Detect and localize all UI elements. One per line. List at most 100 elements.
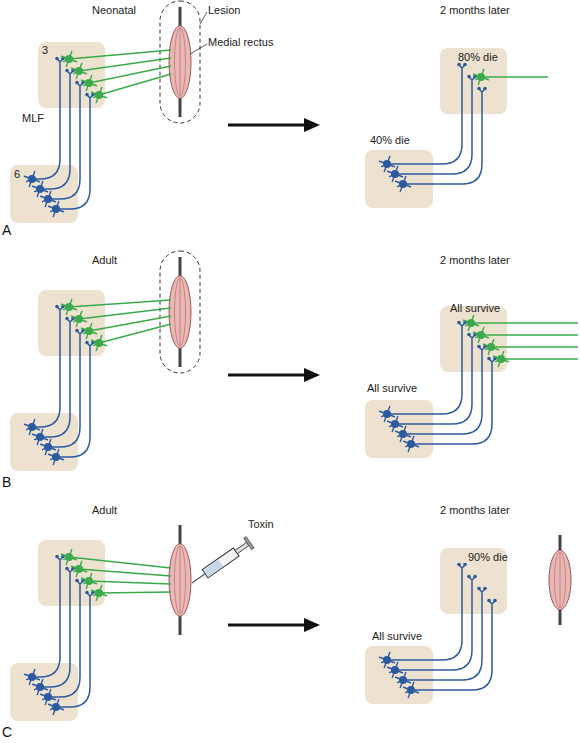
oculomotor-nucleus <box>38 290 105 356</box>
soma <box>399 430 407 438</box>
soma <box>28 175 36 183</box>
mlf-axon <box>411 366 492 444</box>
abducens-interneuron <box>24 419 39 434</box>
syringe-handle <box>244 537 254 550</box>
motor-axon <box>69 50 171 59</box>
mlf-axon <box>40 576 70 687</box>
synaptic-bouton <box>65 69 69 73</box>
synaptic-bouton <box>463 63 467 67</box>
figure-label: Neonatal <box>92 4 136 17</box>
synaptic-bouton <box>75 579 79 583</box>
synaptic-bouton <box>467 333 471 337</box>
figure-label: 2 months later <box>440 254 510 267</box>
abducens-interneuron <box>48 699 63 714</box>
medial-rectus-motoneuron <box>91 585 106 600</box>
soma <box>391 420 399 428</box>
arrow-head <box>304 618 320 632</box>
motor-axon <box>89 581 171 584</box>
soma <box>407 440 415 448</box>
figure-label: Medial rectus <box>208 36 273 49</box>
soma <box>487 343 495 351</box>
muscle-fiber <box>180 29 181 95</box>
soma <box>383 160 391 168</box>
soma <box>95 339 103 347</box>
synaptic-bouton <box>467 575 471 579</box>
oculomotor-nucleus <box>440 548 507 614</box>
motor-axon <box>481 76 548 78</box>
muscle-fiber <box>175 278 186 346</box>
soma <box>36 683 44 691</box>
soma <box>477 331 485 339</box>
syringe <box>188 537 254 589</box>
mlf-axon <box>56 600 90 707</box>
toxin-fluid <box>204 560 223 577</box>
soma <box>36 185 44 193</box>
medial-rectus-motoneuron <box>71 311 86 326</box>
mlf-axon <box>48 338 80 447</box>
motor-axon <box>501 358 578 360</box>
syringe-needle <box>192 574 205 583</box>
abducens-interneuron <box>24 171 39 186</box>
figure-label: Lesion <box>208 4 240 17</box>
medial-rectus-motoneuron <box>71 561 86 576</box>
medial-rectus-motoneuron <box>71 63 86 78</box>
mlf-axon <box>387 72 462 164</box>
synaptic-bouton <box>55 57 59 61</box>
oculomotor-nucleus <box>38 540 105 606</box>
soma <box>383 656 391 664</box>
oculomotor-nucleus <box>440 306 507 372</box>
soma <box>52 453 60 461</box>
lesion-outline <box>160 1 200 123</box>
abducens-nucleus <box>10 165 78 223</box>
muscle-fiber <box>555 552 566 608</box>
motor-axon <box>69 300 171 307</box>
synaptic-bouton <box>477 587 481 591</box>
synaptic-bouton <box>85 591 89 595</box>
abducens-interneuron <box>40 191 55 206</box>
arrow-shaft <box>228 124 306 127</box>
synaptic-bouton <box>487 599 491 603</box>
soma <box>65 303 73 311</box>
mlf-axon <box>32 564 60 677</box>
abducens-interneuron <box>379 652 394 667</box>
figure-label: 90% die <box>468 551 508 564</box>
motor-axon <box>89 66 171 83</box>
abducens-nucleus <box>365 646 433 704</box>
figure-label: All survive <box>372 630 422 643</box>
mlf-axon <box>387 330 462 414</box>
abducens-interneuron <box>32 181 47 196</box>
soma <box>65 553 73 561</box>
soma <box>95 91 103 99</box>
soma <box>399 676 407 684</box>
figure-label: 6 <box>14 168 20 181</box>
abducens-nucleus <box>10 413 78 471</box>
synaptic-bouton <box>477 345 481 349</box>
soma <box>95 589 103 597</box>
soma <box>497 355 505 363</box>
soma <box>85 577 93 585</box>
soma <box>383 410 391 418</box>
medial-rectus-motoneuron <box>493 351 508 366</box>
abducens-interneuron <box>48 449 63 464</box>
mlf-axon <box>48 588 80 697</box>
synaptic-bouton <box>487 357 491 361</box>
synaptic-bouton <box>75 81 79 85</box>
leader-line <box>190 44 207 54</box>
mlf-axon <box>411 608 492 690</box>
arrow-head <box>304 118 320 132</box>
soma <box>407 686 415 694</box>
muscle-fiber <box>175 28 186 96</box>
medial-rectus-motoneuron <box>61 51 76 66</box>
soma <box>477 73 485 81</box>
soma <box>467 319 475 327</box>
mlf-axon <box>40 326 70 437</box>
medial-rectus-motoneuron <box>473 327 488 342</box>
abducens-interneuron <box>48 201 63 216</box>
soma <box>85 327 93 335</box>
synaptic-bouton <box>85 341 89 345</box>
abducens-interneuron <box>40 689 55 704</box>
panel-letter: A <box>2 222 11 238</box>
soma <box>391 170 399 178</box>
abducens-interneuron <box>40 439 55 454</box>
medial-rectus-motoneuron <box>61 549 76 564</box>
